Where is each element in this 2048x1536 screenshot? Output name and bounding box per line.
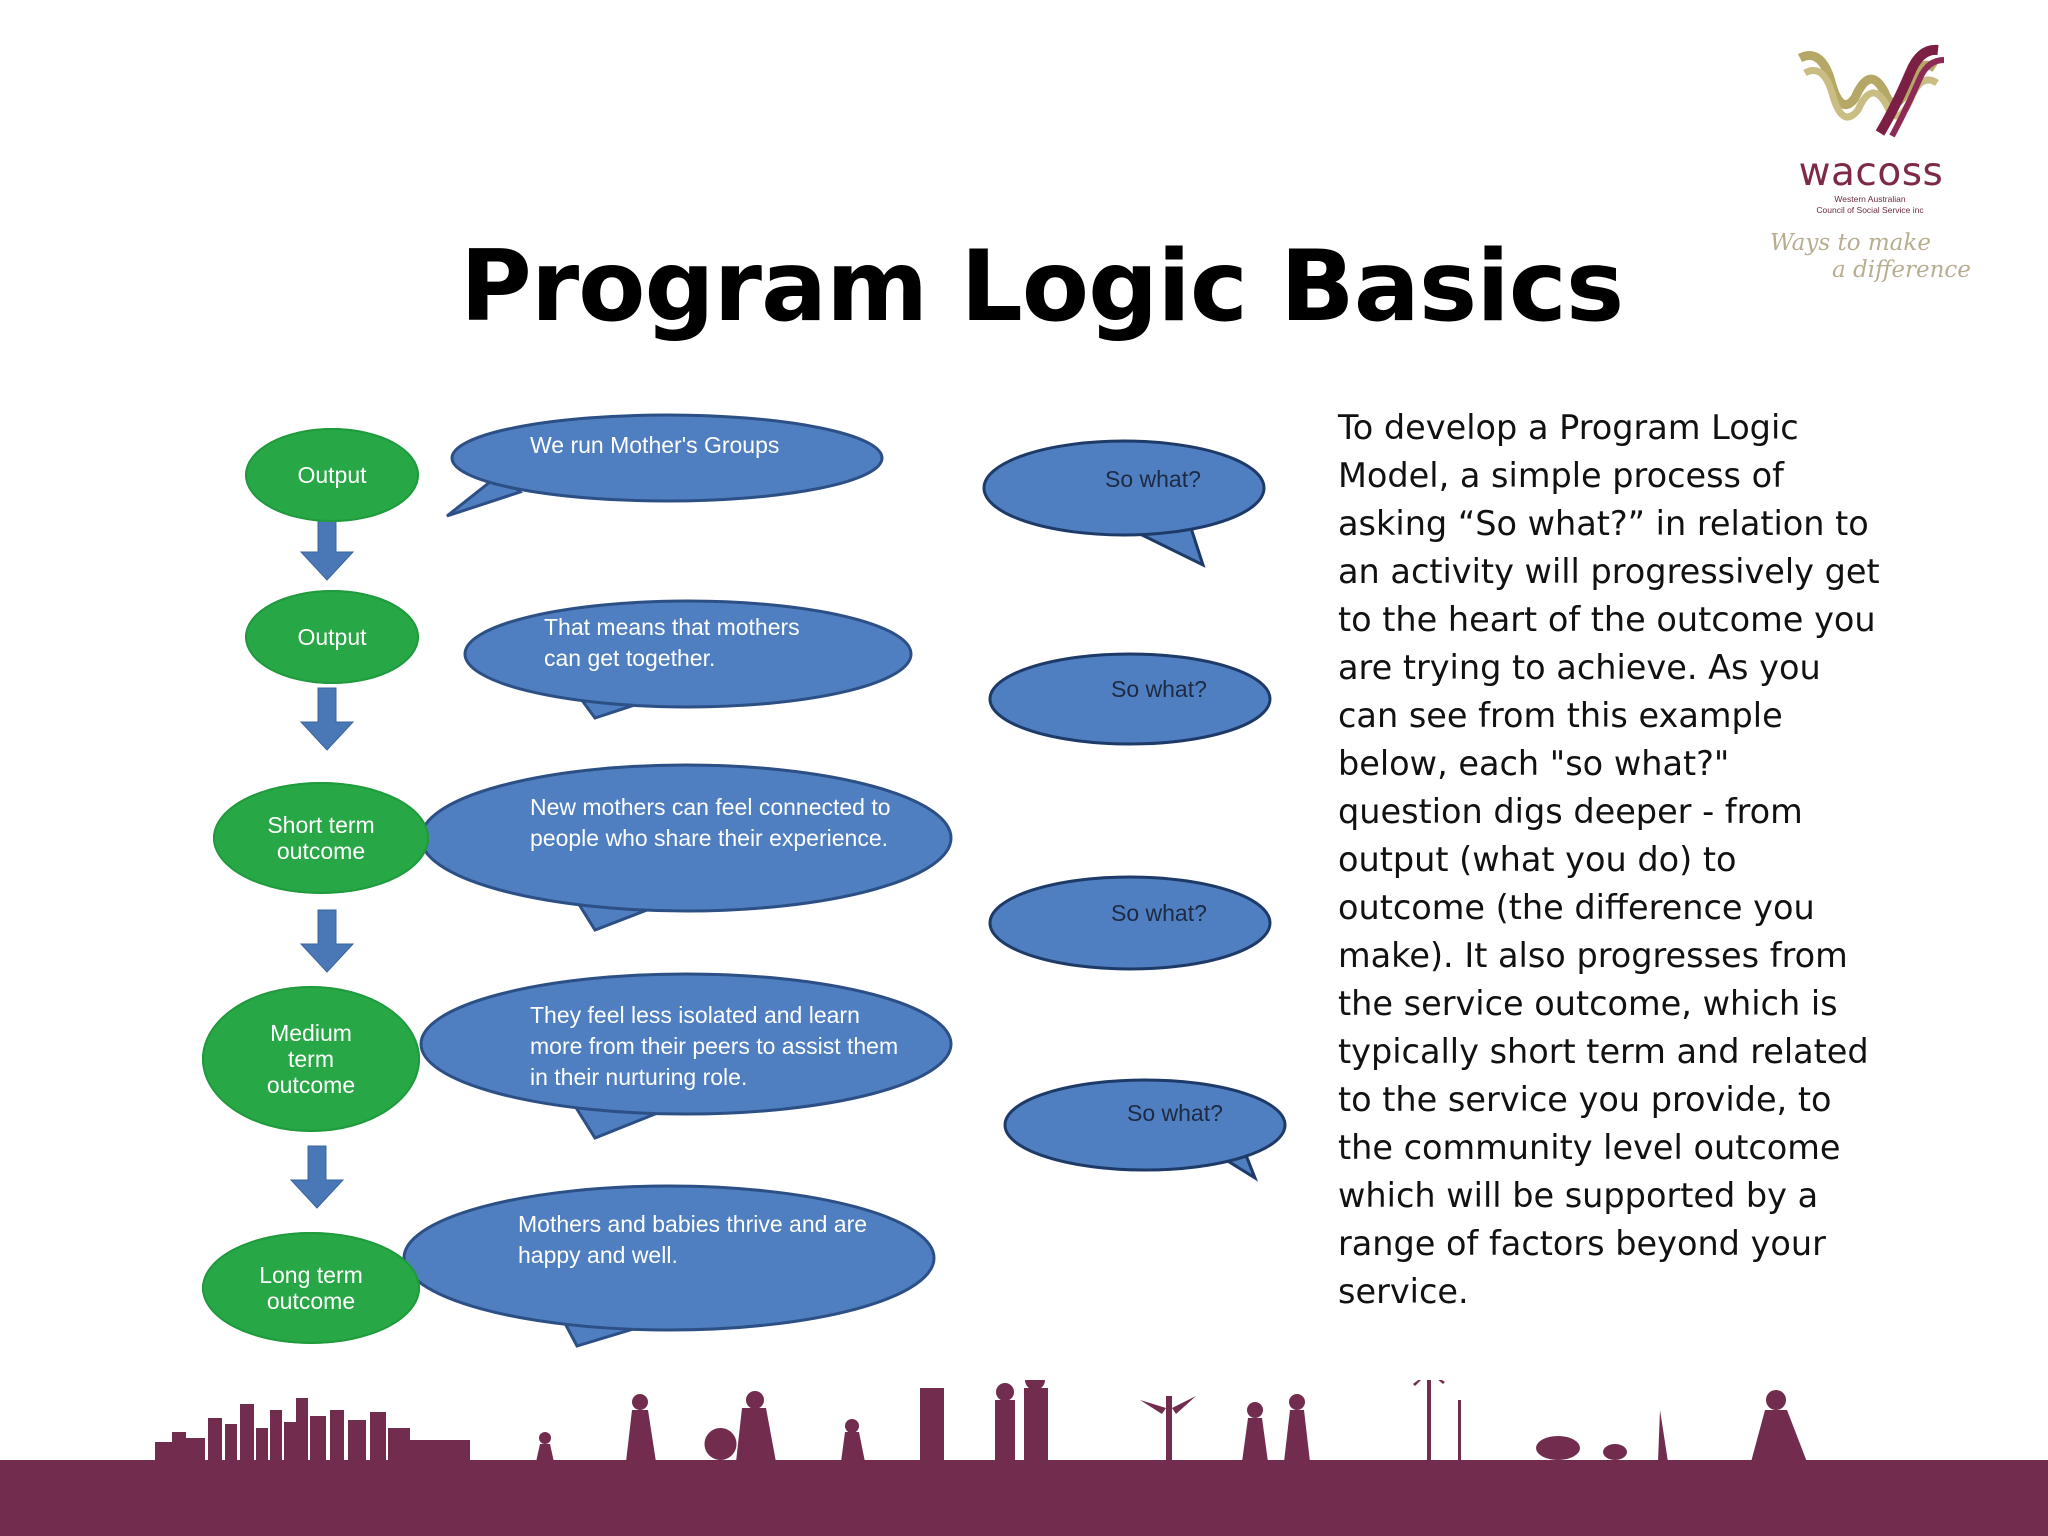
stage-output-1: Output <box>245 428 419 522</box>
wacoss-wave-icon <box>1797 44 1945 138</box>
description-text: To develop a Program Logic Model, a simp… <box>1338 408 1880 1311</box>
statement-5: Mothers and babies thrive and are happy … <box>518 1211 868 1268</box>
down-arrow-icon <box>289 1145 345 1209</box>
stage-output-2: Output <box>245 590 419 684</box>
logo-org-line2: Council of Social Service inc <box>1816 205 1924 215</box>
statement-1: We run Mother's Groups <box>530 432 780 458</box>
logo-tagline-line1: Ways to make <box>1770 230 1931 256</box>
so-what-bubble <box>988 652 1272 746</box>
community-silhouette-footer <box>0 1380 2048 1536</box>
person-icon <box>1025 1380 1045 1390</box>
so-what-label: So what? <box>1111 676 1207 702</box>
statement-2: That means that mothers can get together… <box>544 614 800 671</box>
logo-tagline-line2: a difference <box>1832 257 1971 283</box>
person-icon <box>539 1432 551 1444</box>
person-icon <box>845 1419 859 1433</box>
logo-tagline: Ways to make a difference <box>1770 230 1990 284</box>
stage-label: Medium term outcome <box>266 1020 356 1098</box>
person-icon <box>1766 1390 1786 1410</box>
person-icon <box>841 1432 865 1462</box>
stage-label: Short term outcome <box>267 812 375 864</box>
stage-medium-term-outcome: Medium term outcome <box>202 986 420 1132</box>
person-icon <box>1751 1410 1807 1462</box>
down-arrow-icon <box>299 517 355 581</box>
person-icon <box>1242 1418 1268 1462</box>
so-what-bubble <box>982 439 1266 537</box>
wheelchair-icon <box>704 1428 737 1460</box>
person-icon <box>632 1394 648 1410</box>
person-icon <box>1289 1394 1305 1410</box>
person-icon <box>1658 1410 1668 1462</box>
statement-3: New mothers can feel connected to people… <box>530 794 891 851</box>
so-what-bubble <box>1003 1078 1287 1172</box>
wind-turbine-icon <box>1427 1380 1431 1462</box>
so-what-label: So what? <box>1105 466 1201 492</box>
so-what-label: So what? <box>1127 1100 1223 1126</box>
person-icon <box>536 1444 554 1462</box>
stage-long-term-outcome: Long term outcome <box>202 1232 420 1344</box>
slide-title: Program Logic Basics <box>460 230 1624 344</box>
stage-label: Output <box>297 462 367 488</box>
logo-org-name: Western Australian Council of Social Ser… <box>1780 194 1960 216</box>
stage-label: Output <box>297 624 367 650</box>
wacoss-logo: wacoss Western Australian Council of Soc… <box>1760 38 1990 300</box>
tree-icon <box>1140 1396 1196 1414</box>
speech-bubble <box>463 599 913 709</box>
person-icon <box>920 1388 944 1462</box>
person-icon <box>736 1408 776 1462</box>
speech-bubble <box>419 972 953 1116</box>
statement-4: They feel less isolated and learn more f… <box>530 1002 899 1090</box>
person-icon <box>746 1391 764 1409</box>
person-icon <box>1024 1388 1048 1462</box>
stage-short-term-outcome: Short term outcome <box>213 782 429 894</box>
so-what-bubble <box>988 875 1272 971</box>
tree-icon <box>1166 1396 1172 1462</box>
person-icon <box>1284 1410 1310 1462</box>
logo-wordmark: wacoss <box>1798 150 1944 195</box>
logo-org-line1: Western Australian <box>1834 194 1906 204</box>
stage-label: Long term outcome <box>259 1262 363 1314</box>
speech-bubble <box>450 413 884 503</box>
person-icon <box>996 1383 1014 1401</box>
person-icon <box>995 1400 1015 1462</box>
so-what-label: So what? <box>1111 900 1207 926</box>
person-icon <box>1247 1402 1263 1418</box>
sheep-icon <box>1603 1444 1627 1460</box>
person-icon <box>626 1410 656 1462</box>
sheep-icon <box>1536 1436 1580 1460</box>
down-arrow-icon <box>299 909 355 973</box>
down-arrow-icon <box>299 687 355 751</box>
wind-turbine-icon <box>1458 1400 1461 1462</box>
wind-turbine-icon <box>1413 1380 1445 1386</box>
